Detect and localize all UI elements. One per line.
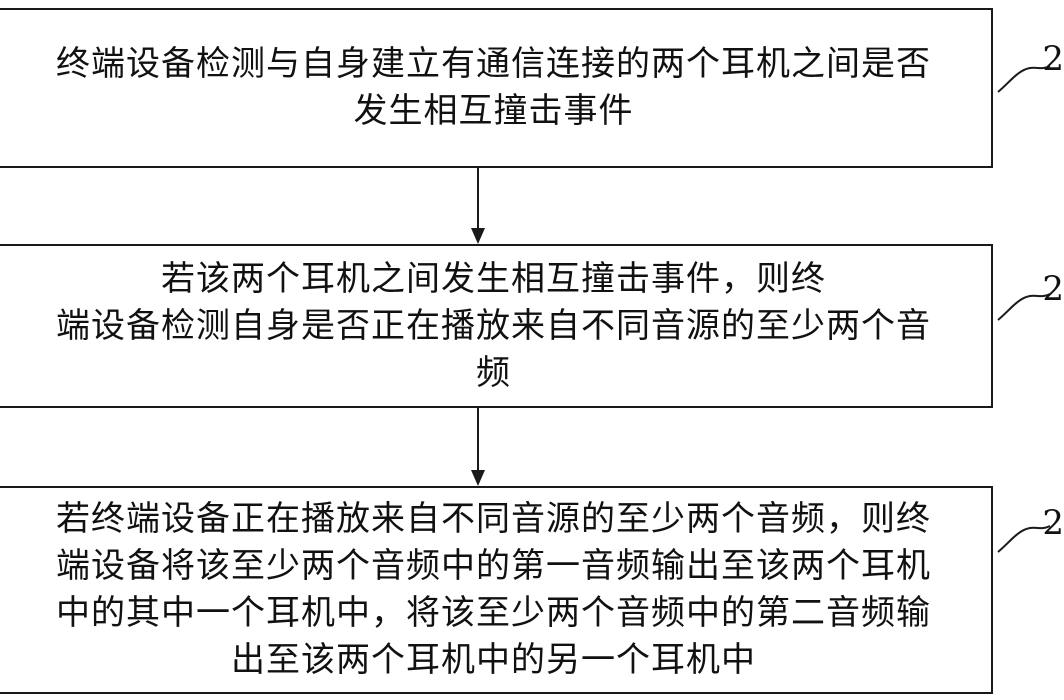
arrow-step-2-to-3 — [471, 408, 485, 486]
leader-line-step-2 — [997, 293, 1051, 321]
leader-line-step-1 — [997, 65, 1051, 93]
step-2-text-line-3: 频 — [476, 352, 511, 393]
arrow-step-1-to-2 — [471, 168, 485, 244]
step-2-text-line-2: 端设备检测自身是否正在播放来自不同音源的至少两个音 — [56, 305, 931, 346]
flow-step-2: 若该两个耳机之间发生相互撞击事件，则终 端设备检测自身是否正在播放来自不同音源的… — [0, 244, 993, 408]
flow-step-3: 若终端设备正在播放来自不同音源的至少两个音频，则终 端设备将该至少两个音频中的第… — [0, 486, 993, 694]
step-3-text-line-3: 中的其中一个耳机中，将该至少两个音频中的第二音频输 — [56, 593, 931, 633]
step-1-text-line-1: 终端设备检测与自身建立有通信连接的两个耳机之间是否 — [56, 44, 931, 84]
step-1-reference-number: 2 — [1042, 39, 1064, 79]
step-3-reference-number: 2 — [1042, 503, 1064, 543]
step-1-text-line-2: 发生相互撞击事件 — [353, 91, 634, 131]
step-2-text-line-1: 若该两个耳机之间发生相互撞击事件，则终 — [161, 258, 826, 299]
flow-step-1: 终端设备检测与自身建立有通信连接的两个耳机之间是否 发生相互撞击事件 — [0, 8, 993, 168]
step-2-reference-number: 2 — [1042, 269, 1064, 309]
leader-line-step-3 — [997, 525, 1051, 553]
step-3-text-line-4: 出至该两个耳机中的另一个耳机中 — [231, 640, 756, 680]
step-3-text-line-2: 端设备将该至少两个音频中的第一音频输出至该两个耳机 — [56, 546, 931, 586]
step-3-text-line-1: 若终端设备正在播放来自不同音源的至少两个音频，则终 — [56, 499, 931, 539]
